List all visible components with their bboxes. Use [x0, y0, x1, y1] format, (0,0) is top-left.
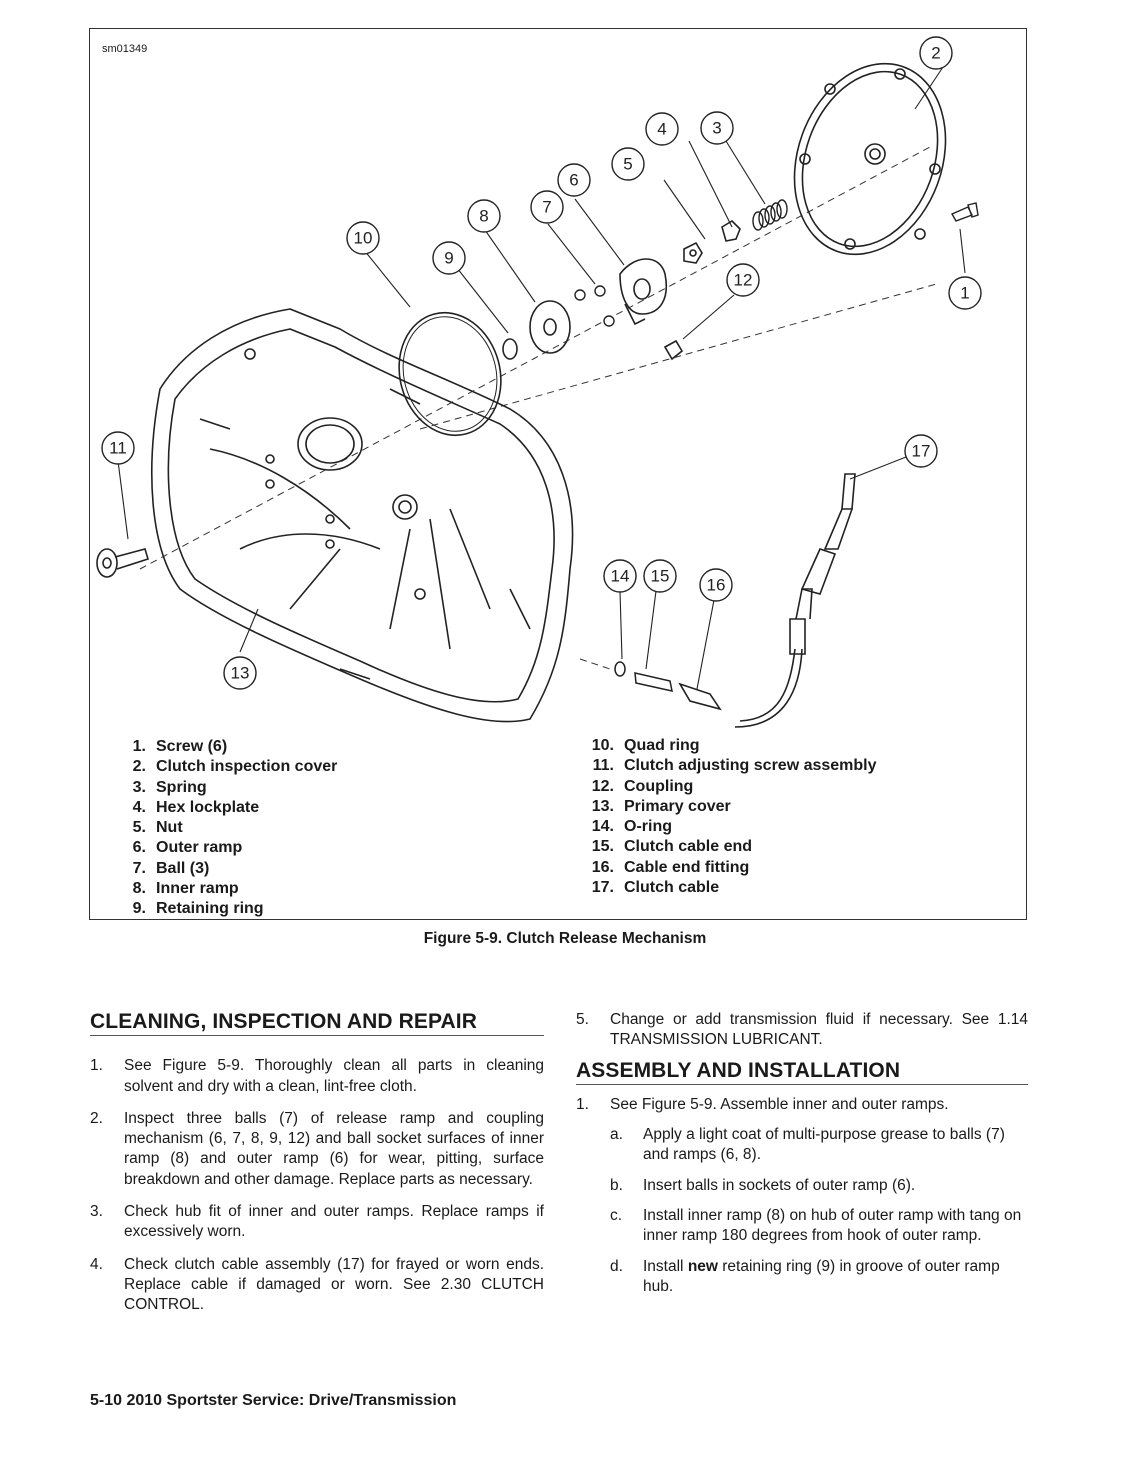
svg-text:7: 7: [542, 198, 551, 217]
svg-text:12: 12: [734, 271, 753, 290]
substep: c.Install inner ramp (8) on hub of outer…: [610, 1207, 1022, 1245]
legend-item: 13.Primary cover: [591, 797, 731, 815]
legend-item: 1.Screw (6): [132, 738, 228, 755]
svg-text:5: 5: [623, 155, 632, 174]
legend-item: 12.Coupling: [591, 777, 694, 795]
legend-item: 10.Quad ring: [591, 737, 700, 754]
legend-item: 11.Clutch adjusting screw assembly: [592, 757, 877, 775]
substep: d.Install new retaining ring (9) in groo…: [610, 1257, 1000, 1295]
right-column: 5.Change or add transmission fluid if ne…: [576, 1010, 1028, 1297]
exploded-diagram: 2 1 3 4 5 6 7 8 9 10 11 12 13 14 15 16 1…: [96, 36, 982, 728]
primary-cover-drawing: [151, 308, 574, 723]
step: 5.Change or add transmission fluid if ne…: [576, 1011, 1028, 1049]
section-title-cleaning: CLEANING, INSPECTION AND REPAIR: [90, 1011, 544, 1037]
legend-item: 7.Ball (3): [132, 859, 210, 877]
callout-15: 15: [643, 559, 677, 593]
svg-text:1: 1: [960, 284, 969, 303]
hex-lockplate-drawing: [721, 219, 741, 242]
left-column: CLEANING, INSPECTION AND REPAIR 1.See Fi…: [90, 1011, 544, 1316]
figure-id: sm01349: [102, 43, 148, 55]
callout-6: 6: [557, 163, 591, 197]
callout-9: 9: [432, 241, 466, 275]
clutch-cable-drawing: [678, 473, 856, 728]
o-ring-drawing: [614, 661, 626, 677]
svg-text:4: 4: [657, 120, 666, 139]
callout-2: 2: [919, 36, 953, 70]
quad-ring-drawing: [398, 311, 502, 437]
retaining-ring-drawing: [502, 338, 518, 360]
callout-1: 1: [948, 276, 982, 310]
svg-text:3: 3: [712, 119, 721, 138]
legend-item: 8.Inner ramp: [132, 880, 239, 898]
step: 1.See Figure 5-9. Thoroughly clean all p…: [90, 1057, 544, 1095]
callout-17: 17: [904, 434, 938, 468]
svg-text:11: 11: [109, 439, 127, 458]
step: 2.Inspect three balls (7) of release ram…: [90, 1109, 544, 1188]
substep: b.Insert balls in sockets of outer ramp …: [610, 1176, 916, 1194]
svg-text:15: 15: [651, 567, 670, 586]
spring-drawing: [752, 199, 788, 231]
callout-8: 8: [467, 199, 501, 233]
callout-14: 14: [603, 559, 637, 593]
substep: a.Apply a light coat of multi-purpose gr…: [610, 1126, 1005, 1164]
figure-frame: sm01349: [89, 28, 1027, 920]
svg-text:9: 9: [444, 249, 453, 268]
page-footer: 5-10 2010 Sportster Service: Drive/Trans…: [90, 1392, 457, 1409]
legend-item: 9.Retaining ring: [132, 900, 264, 918]
legend-item: 2.Clutch inspection cover: [132, 758, 338, 776]
step: 1.See Figure 5-9. Assemble inner and out…: [576, 1095, 949, 1113]
svg-text:6: 6: [569, 171, 578, 190]
inner-ramp-drawing: [529, 300, 571, 354]
callout-3: 3: [700, 111, 734, 145]
outer-ramp-drawing: [619, 258, 667, 326]
callout-5: 5: [611, 147, 645, 181]
step: 4.Check clutch cable assembly (17) for f…: [90, 1255, 544, 1314]
legend-item: 3.Spring: [132, 778, 207, 796]
svg-text:8: 8: [479, 207, 488, 226]
legend-item: 15.Clutch cable end: [591, 838, 753, 856]
cable-end-drawing: [634, 672, 673, 692]
callout-12: 12: [726, 263, 760, 297]
step: 3.Check hub fit of inner and outer ramps…: [90, 1203, 544, 1241]
svg-text:14: 14: [611, 567, 630, 586]
legend-item: 6.Outer ramp: [132, 839, 243, 857]
svg-text:16: 16: [707, 576, 726, 595]
svg-text:17: 17: [912, 442, 931, 461]
legend-item: 17.Clutch cable: [591, 879, 720, 897]
svg-text:13: 13: [231, 664, 250, 683]
callout-13: 13: [223, 656, 257, 690]
legend-item: 4.Hex lockplate: [132, 798, 260, 816]
figure-caption: Figure 5-9. Clutch Release Mechanism: [423, 930, 707, 947]
inspection-cover-drawing: [793, 62, 947, 256]
legend-item: 5.Nut: [132, 819, 183, 837]
callout-4: 4: [645, 112, 679, 146]
svg-text:10: 10: [354, 229, 373, 248]
legend-right: 10.Quad ring 11.Clutch adjusting screw a…: [584, 736, 877, 898]
callout-10: 10: [346, 221, 380, 255]
callout-16: 16: [699, 568, 733, 602]
adjusting-screw-drawing: [96, 548, 149, 578]
section-title-assembly: ASSEMBLY AND INSTALLATION: [576, 1059, 1028, 1085]
coupling-drawing: [663, 339, 684, 361]
nut-drawing: [683, 241, 703, 264]
svg-text:2: 2: [931, 44, 940, 63]
screw-drawing: [951, 202, 979, 222]
callout-11: 11: [101, 431, 135, 465]
legend-item: 16.Cable end fitting: [591, 858, 750, 876]
balls-drawing: [574, 285, 615, 327]
legend-item: 14.O-ring: [591, 818, 672, 836]
legend-left: 1.Screw (6) 2.Clutch inspection cover 3.…: [116, 737, 338, 920]
callout-7: 7: [530, 190, 564, 224]
